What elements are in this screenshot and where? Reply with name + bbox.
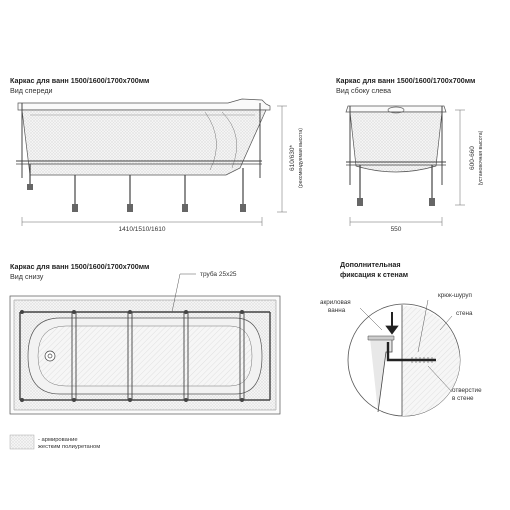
front-view-subtitle: Вид спереди — [10, 86, 53, 95]
side-view-subtitle: Вид сбоку слева — [336, 86, 392, 95]
front-view-drawing — [16, 98, 287, 226]
bottom-frame-rails — [19, 311, 271, 401]
side-view-drawing — [345, 105, 465, 226]
legend-line1: - армирование — [38, 437, 78, 443]
side-width-dimension: 550 — [391, 226, 402, 233]
fixation-title-line1: Дополнительная — [340, 260, 401, 269]
side-view-title: Каркас для ванн 1500/1600/1700х700мм — [336, 76, 476, 85]
wall-label: стена — [456, 310, 473, 317]
front-bath-body — [21, 109, 267, 176]
acrylic-label-line1: акриловая — [320, 299, 351, 306]
side-height-dimension: 600-660 — [469, 146, 476, 170]
bottom-frame-crossbars — [71, 312, 245, 400]
side-bath-rim — [345, 105, 447, 113]
legend-line2: жестким полиуретаном — [38, 444, 100, 450]
fixation-detail-drawing — [347, 299, 461, 417]
pipe-label: труба 25х25 — [200, 270, 237, 278]
front-height-note: (рекомендуемая высота) — [298, 128, 304, 188]
side-leg-feet — [357, 198, 435, 206]
screw-hook-label: крюк-шуруп — [438, 292, 472, 299]
side-height-note: (установочная высота) — [478, 130, 484, 185]
fixation-title-line2: фиксация к стенам — [340, 270, 409, 279]
legend-swatch — [9, 434, 35, 450]
bottom-view-drawing — [9, 273, 281, 415]
side-bath-body — [349, 111, 443, 173]
bottom-view-title: Каркас для ванн 1500/1600/1700х700мм — [10, 262, 150, 271]
front-bath-rim — [17, 98, 271, 111]
hole-label-line1: отверстие — [452, 387, 482, 394]
front-width-dimension: 1410/1510/1610 — [119, 226, 166, 233]
acrylic-label-line2: ванна — [328, 307, 346, 314]
bottom-leg-mounts — [20, 310, 244, 402]
bottom-view-subtitle: Вид снизу — [10, 272, 44, 281]
front-leg-feet — [27, 184, 246, 212]
side-frame-legs — [359, 165, 433, 202]
hole-label-line2: в стене — [452, 395, 474, 402]
front-height-dimension: 610/630* — [289, 145, 296, 171]
front-view-title: Каркас для ванн 1500/1600/1700х700мм — [10, 76, 150, 85]
